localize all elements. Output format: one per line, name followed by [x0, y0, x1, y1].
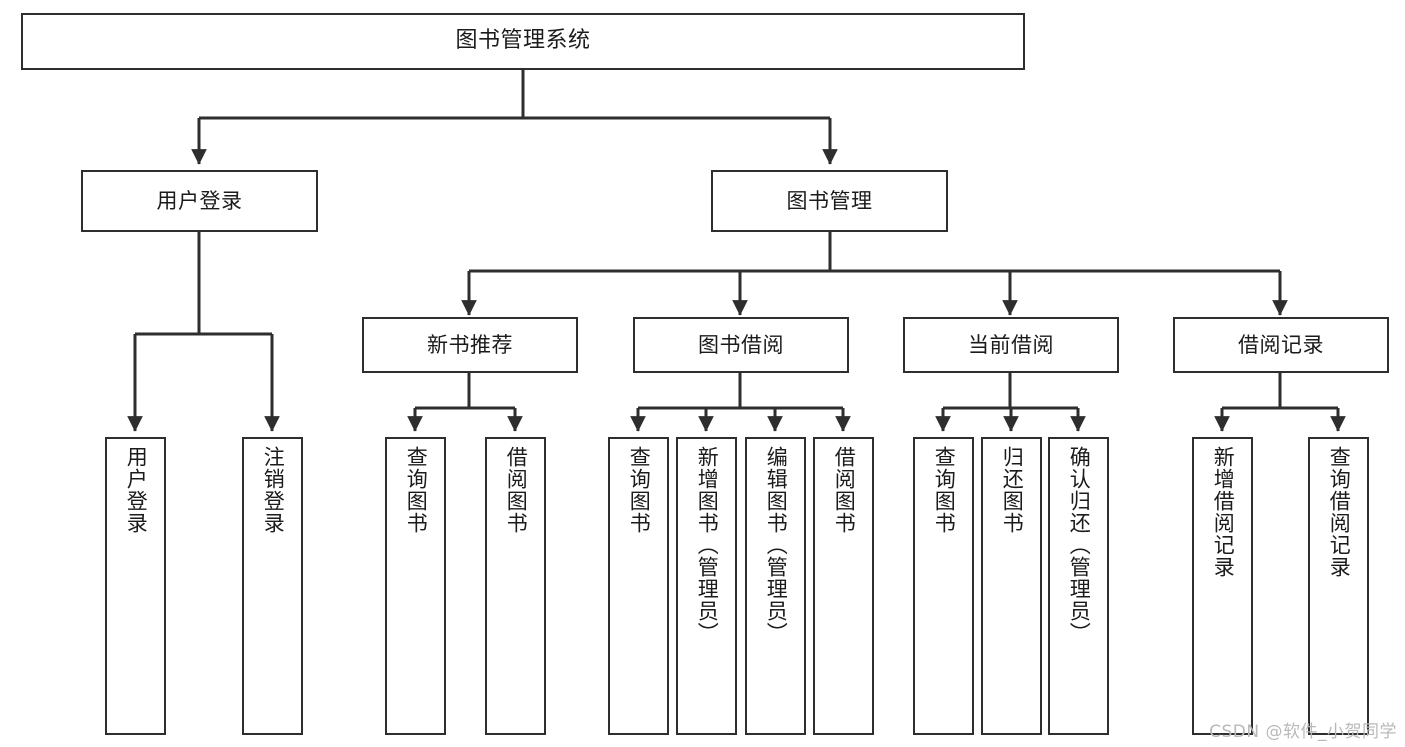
node-root-book-management-system[interactable]: 图书管理系统 [21, 13, 1025, 70]
node-label: 图书借阅 [698, 332, 784, 357]
leaf-borrow-edit-book-admin[interactable]: 编辑图书（管理员） [745, 437, 806, 735]
node-label: 图书管理系统 [455, 28, 591, 54]
leaf-borrow-add-book-admin[interactable]: 新增图书（管理员） [676, 437, 737, 735]
leaf-user-login-logout[interactable]: 注销登录 [242, 437, 303, 735]
leaf-current-query-book[interactable]: 查询图书 [913, 437, 974, 735]
node-label: 图书管理 [786, 188, 873, 213]
watermark: CSDN @软件_小贺同学 [1209, 722, 1397, 742]
leaf-current-return-book[interactable]: 归还图书 [981, 437, 1042, 735]
leaf-new-book-borrow-book[interactable]: 借阅图书 [485, 437, 546, 735]
node-label: 用户登录 [156, 188, 243, 213]
node-borrow-record[interactable]: 借阅记录 [1173, 317, 1389, 373]
node-label: 归还图书 [1000, 446, 1025, 534]
node-label: 确认归还（管理员） [1067, 446, 1092, 644]
leaf-record-add-borrow-record[interactable]: 新增借阅记录 [1192, 437, 1253, 735]
leaf-borrow-query-book[interactable]: 查询图书 [608, 437, 669, 735]
node-label: 新增借阅记录 [1211, 446, 1236, 578]
node-user-login[interactable]: 用户登录 [81, 170, 318, 232]
node-current-borrow[interactable]: 当前借阅 [903, 317, 1119, 373]
node-label: 查询图书 [627, 446, 652, 534]
node-label: 查询借阅记录 [1327, 446, 1352, 578]
node-label: 借阅图书 [832, 446, 857, 534]
node-book-borrow[interactable]: 图书借阅 [633, 317, 849, 373]
leaf-user-login-login[interactable]: 用户登录 [105, 437, 166, 735]
node-label: 查询图书 [932, 446, 957, 534]
leaf-record-query-borrow-record[interactable]: 查询借阅记录 [1308, 437, 1369, 735]
node-label: 查询图书 [404, 446, 429, 534]
node-label: 当前借阅 [968, 332, 1054, 357]
node-book-management[interactable]: 图书管理 [711, 170, 948, 232]
leaf-borrow-borrow-book[interactable]: 借阅图书 [813, 437, 874, 735]
leaf-current-confirm-return-admin[interactable]: 确认归还（管理员） [1048, 437, 1109, 735]
node-label: 借阅图书 [504, 446, 529, 534]
node-label: 新增图书（管理员） [695, 446, 720, 644]
leaf-new-book-query-book[interactable]: 查询图书 [385, 437, 446, 735]
node-label: 借阅记录 [1238, 332, 1324, 357]
node-label: 用户登录 [124, 446, 149, 534]
node-new-book-recommend[interactable]: 新书推荐 [362, 317, 578, 373]
node-label: 新书推荐 [427, 332, 513, 357]
node-label: 注销登录 [261, 446, 286, 534]
node-label: 编辑图书（管理员） [764, 446, 789, 644]
